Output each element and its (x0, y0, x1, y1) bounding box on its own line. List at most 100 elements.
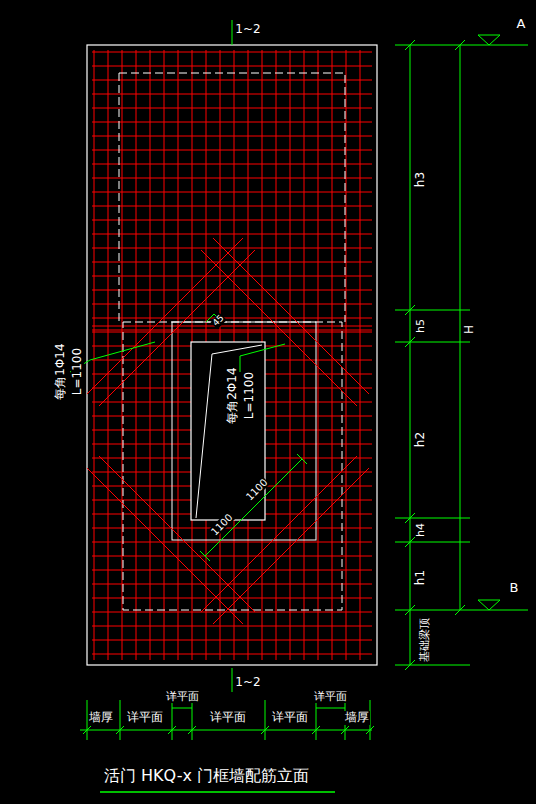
vertical-rebar (136, 50, 137, 660)
vertical-rebar (346, 50, 347, 660)
extension-line (192, 700, 193, 740)
horizontal-rebar (92, 276, 372, 277)
dimension-line (172, 708, 192, 709)
drawing-label: L=1100 (243, 371, 256, 420)
vertical-rebar (318, 50, 319, 660)
level-line (470, 610, 528, 611)
dimension-tick (405, 305, 415, 315)
drawing-label: 每角1Φ14 (53, 343, 66, 401)
section-mark (232, 668, 233, 692)
horizontal-rebar (92, 326, 372, 327)
vertical-rebar (360, 50, 361, 660)
extension-line (395, 342, 470, 343)
extension-line (395, 45, 470, 46)
extension-line (395, 518, 470, 519)
horizontal-rebar (92, 598, 372, 599)
extension-line (395, 665, 470, 666)
horizontal-rebar (92, 640, 372, 641)
horizontal-rebar (92, 332, 372, 333)
level-symbol (478, 35, 500, 45)
dimension-tick (297, 454, 307, 464)
dimension-tick (455, 605, 465, 615)
dashed-zone (119, 73, 345, 322)
frame-outline (172, 322, 316, 540)
horizontal-rebar (92, 150, 372, 151)
level-symbol (478, 600, 500, 610)
drawing-title: 活门 HKQ-x 门框墙配筋立面 (104, 766, 309, 785)
vertical-rebar (122, 50, 123, 660)
rebar-grid (92, 50, 372, 660)
horizontal-rebar (92, 178, 372, 179)
horizontal-rebar (92, 108, 372, 109)
drawing-label: h2 (414, 431, 427, 448)
dashed-zone (123, 322, 342, 610)
drawing-label: h3 (414, 171, 427, 188)
horizontal-rebar (92, 318, 372, 319)
dimension-line (316, 708, 345, 709)
horizontal-rebar (92, 66, 372, 67)
dimension-tick (200, 551, 210, 561)
dimension-tick (366, 726, 374, 734)
horizontal-rebar (92, 220, 372, 221)
drawing-label: 详平面 (271, 711, 309, 724)
drawing-label: 墙厚 (88, 711, 114, 724)
vertical-rebar (178, 50, 179, 660)
horizontal-rebar (92, 584, 372, 585)
horizontal-rebar (92, 136, 372, 137)
dimension-line (460, 45, 461, 610)
vertical-rebar (164, 50, 165, 660)
drawing-label: A (516, 17, 527, 31)
dimension-tick (341, 726, 349, 734)
horizontal-rebar (92, 206, 372, 207)
drawing-label: 详平面 (126, 711, 164, 724)
horizontal-rebar (92, 290, 372, 291)
drawing-label: h4 (415, 522, 427, 538)
extension-line (265, 700, 266, 740)
dimension-tick (168, 726, 176, 734)
horizontal-rebar (92, 570, 372, 571)
drawing-label: H (463, 324, 476, 335)
dimension-line (80, 730, 372, 731)
annotations (80, 20, 528, 792)
drawing-label: h5 (415, 318, 427, 334)
extension-line (395, 542, 470, 543)
horizontal-rebar (92, 304, 372, 305)
extension-line (316, 700, 317, 740)
horizontal-rebar (92, 94, 372, 95)
horizontal-rebar (92, 80, 372, 81)
vertical-rebar (276, 50, 277, 660)
horizontal-rebar (92, 654, 372, 655)
horizontal-rebar (92, 52, 372, 53)
drawing-label: 基础梁顶 (419, 617, 431, 663)
horizontal-rebar (92, 234, 372, 235)
horizontal-rebar (92, 542, 372, 543)
dimension-line (410, 45, 411, 665)
drawing-label: 详平面 (209, 711, 247, 724)
extension-line (395, 310, 470, 311)
horizontal-rebar (92, 192, 372, 193)
vertical-rebar (332, 50, 333, 660)
wall-outline (87, 45, 377, 665)
dimension-tick (405, 337, 415, 347)
extension-line (172, 700, 173, 740)
dimension-tick (405, 513, 415, 523)
drawing-label: L=1100 (71, 347, 84, 396)
vertical-rebar (304, 50, 305, 660)
dimension-tick (116, 726, 124, 734)
horizontal-rebar (92, 626, 372, 627)
dimension-tick (188, 726, 196, 734)
section-mark (232, 20, 233, 45)
title-underline (100, 791, 335, 793)
level-line (470, 45, 528, 46)
vertical-rebar (290, 50, 291, 660)
drawing-label: h1 (414, 569, 427, 586)
dimension-tick (455, 40, 465, 50)
drawing-label: 详平面 (313, 691, 348, 703)
dimension-tick (250, 507, 254, 511)
dimension-tick (83, 726, 91, 734)
leader-line (240, 344, 285, 372)
drawing-label: 1~2 (234, 676, 261, 689)
drawing-label: 详平面 (165, 691, 200, 703)
